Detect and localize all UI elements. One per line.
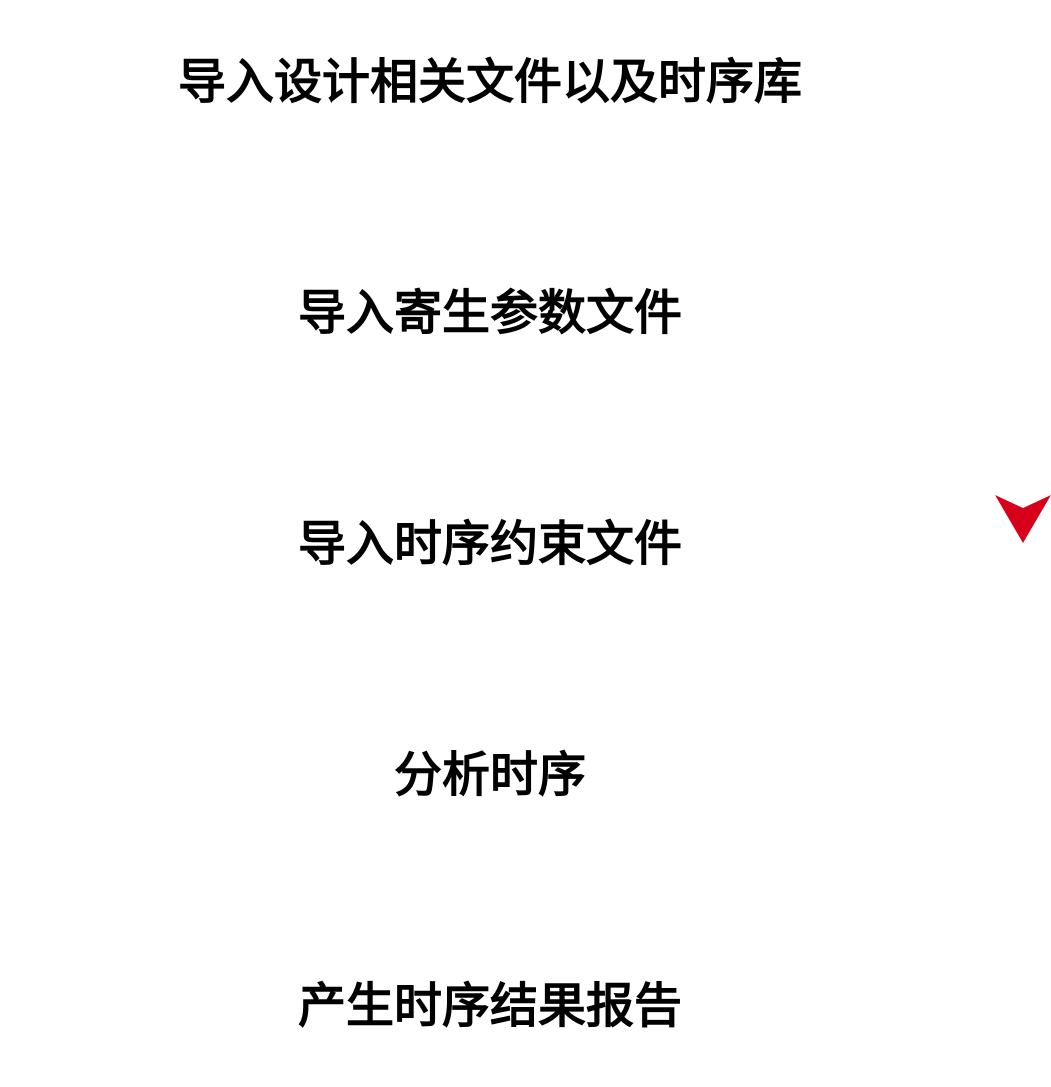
step-import-parasitic-files: 导入寄生参数文件 (297, 285, 682, 341)
triangle-pointer-icon (995, 495, 1051, 543)
step-analyze-timing: 分析时序 (393, 747, 586, 803)
step-import-design-files: 导入设计相关文件以及时序库 (177, 54, 802, 110)
step-generate-timing-report: 产生时序结果报告 (297, 978, 682, 1034)
step-import-timing-constraints: 导入时序约束文件 (297, 516, 682, 572)
